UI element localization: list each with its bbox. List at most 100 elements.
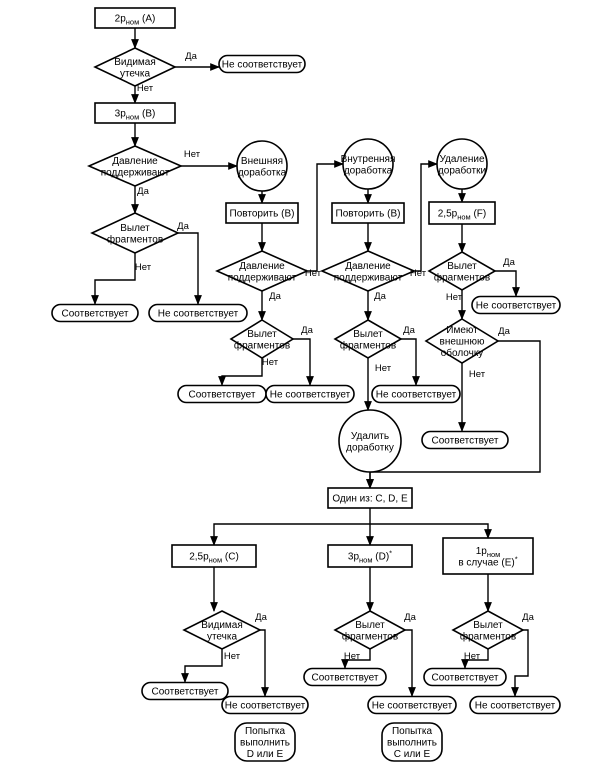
node-label: оболочку [441, 347, 484, 359]
node-label: утечка [120, 68, 151, 79]
process-box [331, 202, 405, 224]
decision-diamond [333, 610, 407, 650]
process-box [327, 544, 413, 568]
edge-label: Нет [137, 83, 154, 94]
node-label: Соответствует [312, 673, 379, 684]
node-label: 1pном [476, 546, 501, 559]
terminal-box [371, 384, 461, 404]
node-rect: 2,5pном (C) [171, 544, 257, 568]
node-label: доработка [238, 166, 287, 178]
edge-label: Нет [446, 292, 463, 303]
node-label: фрагментов [107, 233, 163, 245]
connector-arrow [293, 338, 314, 386]
node-label: Попытка [392, 726, 433, 737]
node-label: Соответствует [432, 436, 499, 447]
process-box [94, 102, 176, 124]
edge-label: Да [301, 325, 313, 336]
decision-diamond [333, 319, 403, 359]
node-label: Имеют [446, 325, 478, 336]
decision-diamond [427, 251, 497, 291]
node-rect: Повторить (B) [225, 202, 299, 224]
node-label: Не соответствует [222, 60, 303, 71]
node-term: Соответствует [303, 667, 387, 687]
node-label: Соответствует [152, 687, 219, 698]
edge-label: Нет [262, 357, 279, 368]
node-label: Вылет [447, 261, 477, 272]
node-term: Соответствует [141, 681, 229, 701]
node-label: 3pном (D)* [348, 549, 392, 565]
edge-label: Да [522, 612, 534, 623]
terminal-box [265, 384, 355, 404]
node-label: поддерживают [228, 272, 297, 283]
node-label: Попытка [245, 726, 286, 737]
node-label: выполнить [240, 738, 290, 749]
connector-circle [342, 138, 394, 190]
decision-diamond [215, 250, 309, 292]
node-rect: 3pном (B) [94, 102, 176, 124]
edge-label: Да [255, 612, 267, 623]
decision-diamond [451, 610, 525, 650]
node-term: Не соответствует [469, 695, 561, 715]
connector-arrow [401, 338, 420, 386]
node-label: доработка [344, 164, 393, 176]
node-label: утечка [207, 631, 238, 642]
edge-label: Нет [305, 268, 322, 279]
connector-arrow [307, 160, 344, 272]
node-label: 3pном (B) [115, 109, 156, 122]
terminal-box [303, 667, 387, 687]
terminal-box [218, 54, 306, 74]
edge-label: Да [404, 612, 416, 623]
connector-circle [436, 138, 488, 190]
connector-arrow [366, 340, 541, 489]
edge-label: Да [185, 51, 197, 62]
node-label: Не соответствует [158, 309, 239, 320]
node-label: Вылет [247, 329, 277, 340]
node-label: Давление [345, 261, 391, 272]
connector-arrow [260, 629, 269, 697]
connector-arrow [178, 232, 202, 305]
connector-arrow [341, 649, 371, 669]
terminal-box [469, 695, 561, 715]
node-label: Повторить (B) [230, 209, 295, 220]
connectors [91, 28, 541, 697]
connector-arrow [511, 629, 529, 697]
node-label: фрагментов [340, 339, 396, 351]
node-label: фрагментов [342, 630, 398, 642]
node-label: Не соответствует [270, 390, 351, 401]
connector-arrow [370, 523, 492, 539]
edge-label: Нет [224, 651, 241, 662]
node-label: Соответствует [62, 309, 129, 320]
node-term: Соответствует [51, 303, 139, 323]
node-term: Не соответствует [371, 384, 461, 404]
node-label: Видимая [201, 620, 243, 631]
node-label: Не соответствует [476, 301, 557, 312]
edge-label: Нет [464, 651, 481, 662]
node-rect: 2pном (A) [94, 7, 176, 29]
node-term: Не соответствует [471, 295, 561, 315]
decision-diamond [182, 610, 262, 650]
node-label: Вылет [473, 620, 503, 631]
edge-label: Нет [469, 369, 486, 380]
node-label: C или E [394, 749, 431, 760]
process-box [327, 487, 413, 509]
node-term: Не соответствует [148, 303, 248, 323]
edge-label: Да [177, 221, 189, 232]
terminal-box [234, 722, 296, 762]
node-label: Давление [239, 261, 285, 272]
node-label: 2,5pном (C) [189, 552, 239, 565]
